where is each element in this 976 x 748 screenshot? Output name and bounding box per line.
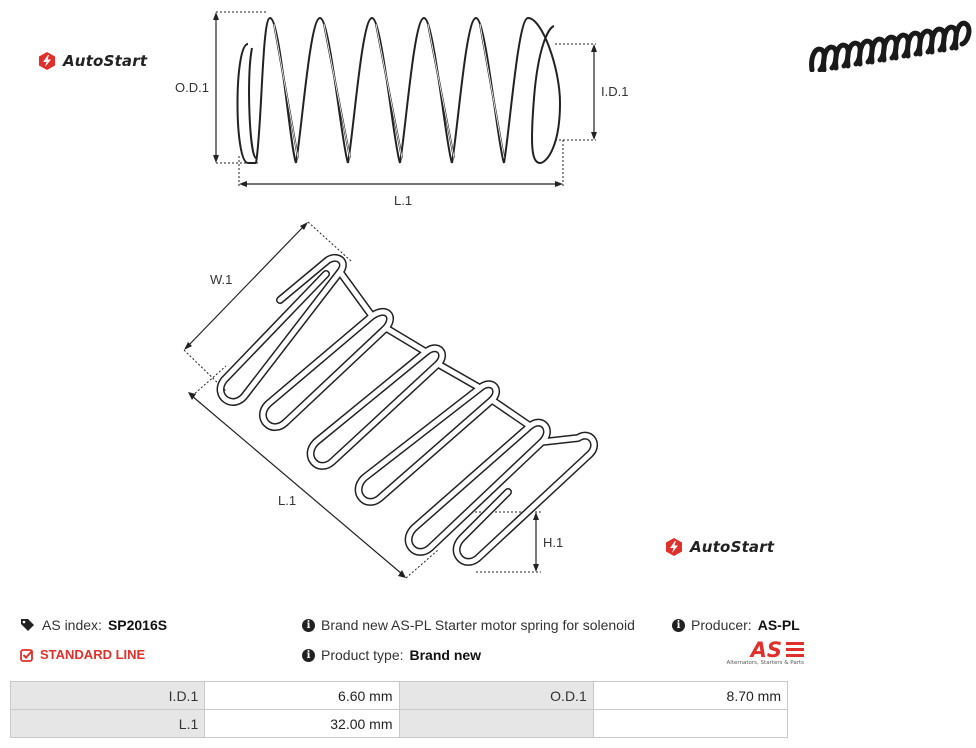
as-index-label: AS index: — [42, 617, 102, 633]
spec-label: O.D.1 — [398, 681, 594, 710]
standard-line-text: STANDARD LINE — [40, 647, 146, 662]
spec-label — [398, 709, 594, 738]
as-pl-logo: AS Alternators, Starters & Parts — [712, 640, 804, 666]
autostart-logo-text: AutoStart — [63, 52, 148, 70]
product-photo — [809, 20, 972, 72]
product-type: i Product type: Brand new — [302, 647, 481, 663]
spec-value — [592, 709, 789, 738]
length-dimension-label-bottom: L.1 — [278, 493, 297, 508]
description-text: Brand new AS-PL Starter motor spring for… — [321, 617, 635, 633]
as-pl-logo-tagline: Alternators, Starters & Parts — [726, 660, 804, 666]
standard-line-badge: STANDARD LINE — [20, 647, 145, 662]
spring-side-diagram — [213, 11, 597, 188]
as-index-value: SP2016S — [107, 617, 168, 633]
producer-label: Producer: — [691, 617, 752, 633]
width-dimension-label: W.1 — [210, 272, 233, 287]
table-row: I.D.1 6.60 mm O.D.1 8.70 mm — [9, 681, 789, 710]
info-icon: i — [672, 618, 685, 632]
as-index: AS index: SP2016S — [20, 617, 167, 633]
autostart-logo-icon — [666, 538, 682, 556]
od-dimension-label: O.D.1 — [175, 80, 209, 95]
autostart-logo-icon — [39, 52, 55, 70]
spec-value: 6.60 mm — [204, 681, 400, 710]
info-icon: i — [302, 648, 315, 662]
spec-label: I.D.1 — [9, 681, 206, 710]
producer: i Producer: AS-PL — [672, 617, 800, 633]
spec-table: I.D.1 6.60 mm O.D.1 8.70 mm L.1 32.00 mm — [9, 681, 789, 738]
spec-value: 8.70 mm — [592, 681, 789, 710]
length-dimension-label-top: L.1 — [394, 193, 413, 208]
tag-icon — [21, 619, 34, 631]
id-dimension-label: I.D.1 — [601, 84, 629, 99]
product-type-value: Brand new — [409, 647, 482, 663]
product-description: i Brand new AS-PL Starter motor spring f… — [302, 617, 635, 633]
spring-top-diagram — [183, 221, 599, 579]
as-pl-logo-text: AS — [750, 638, 782, 662]
spec-label: L.1 — [9, 709, 206, 738]
height-dimension-label: H.1 — [543, 535, 564, 550]
spec-value: 32.00 mm — [204, 709, 400, 738]
autostart-logo-top: AutoStart — [37, 51, 147, 71]
as-pl-logo-stripes — [786, 642, 804, 657]
autostart-logo-text: AutoStart — [690, 538, 775, 556]
product-type-label: Product type: — [321, 647, 404, 663]
info-icon: i — [302, 618, 315, 632]
checkbox-icon — [20, 648, 34, 662]
table-row: L.1 32.00 mm — [9, 709, 789, 738]
autostart-logo-bottom: AutoStart — [664, 537, 774, 557]
producer-value: AS-PL — [757, 617, 800, 633]
